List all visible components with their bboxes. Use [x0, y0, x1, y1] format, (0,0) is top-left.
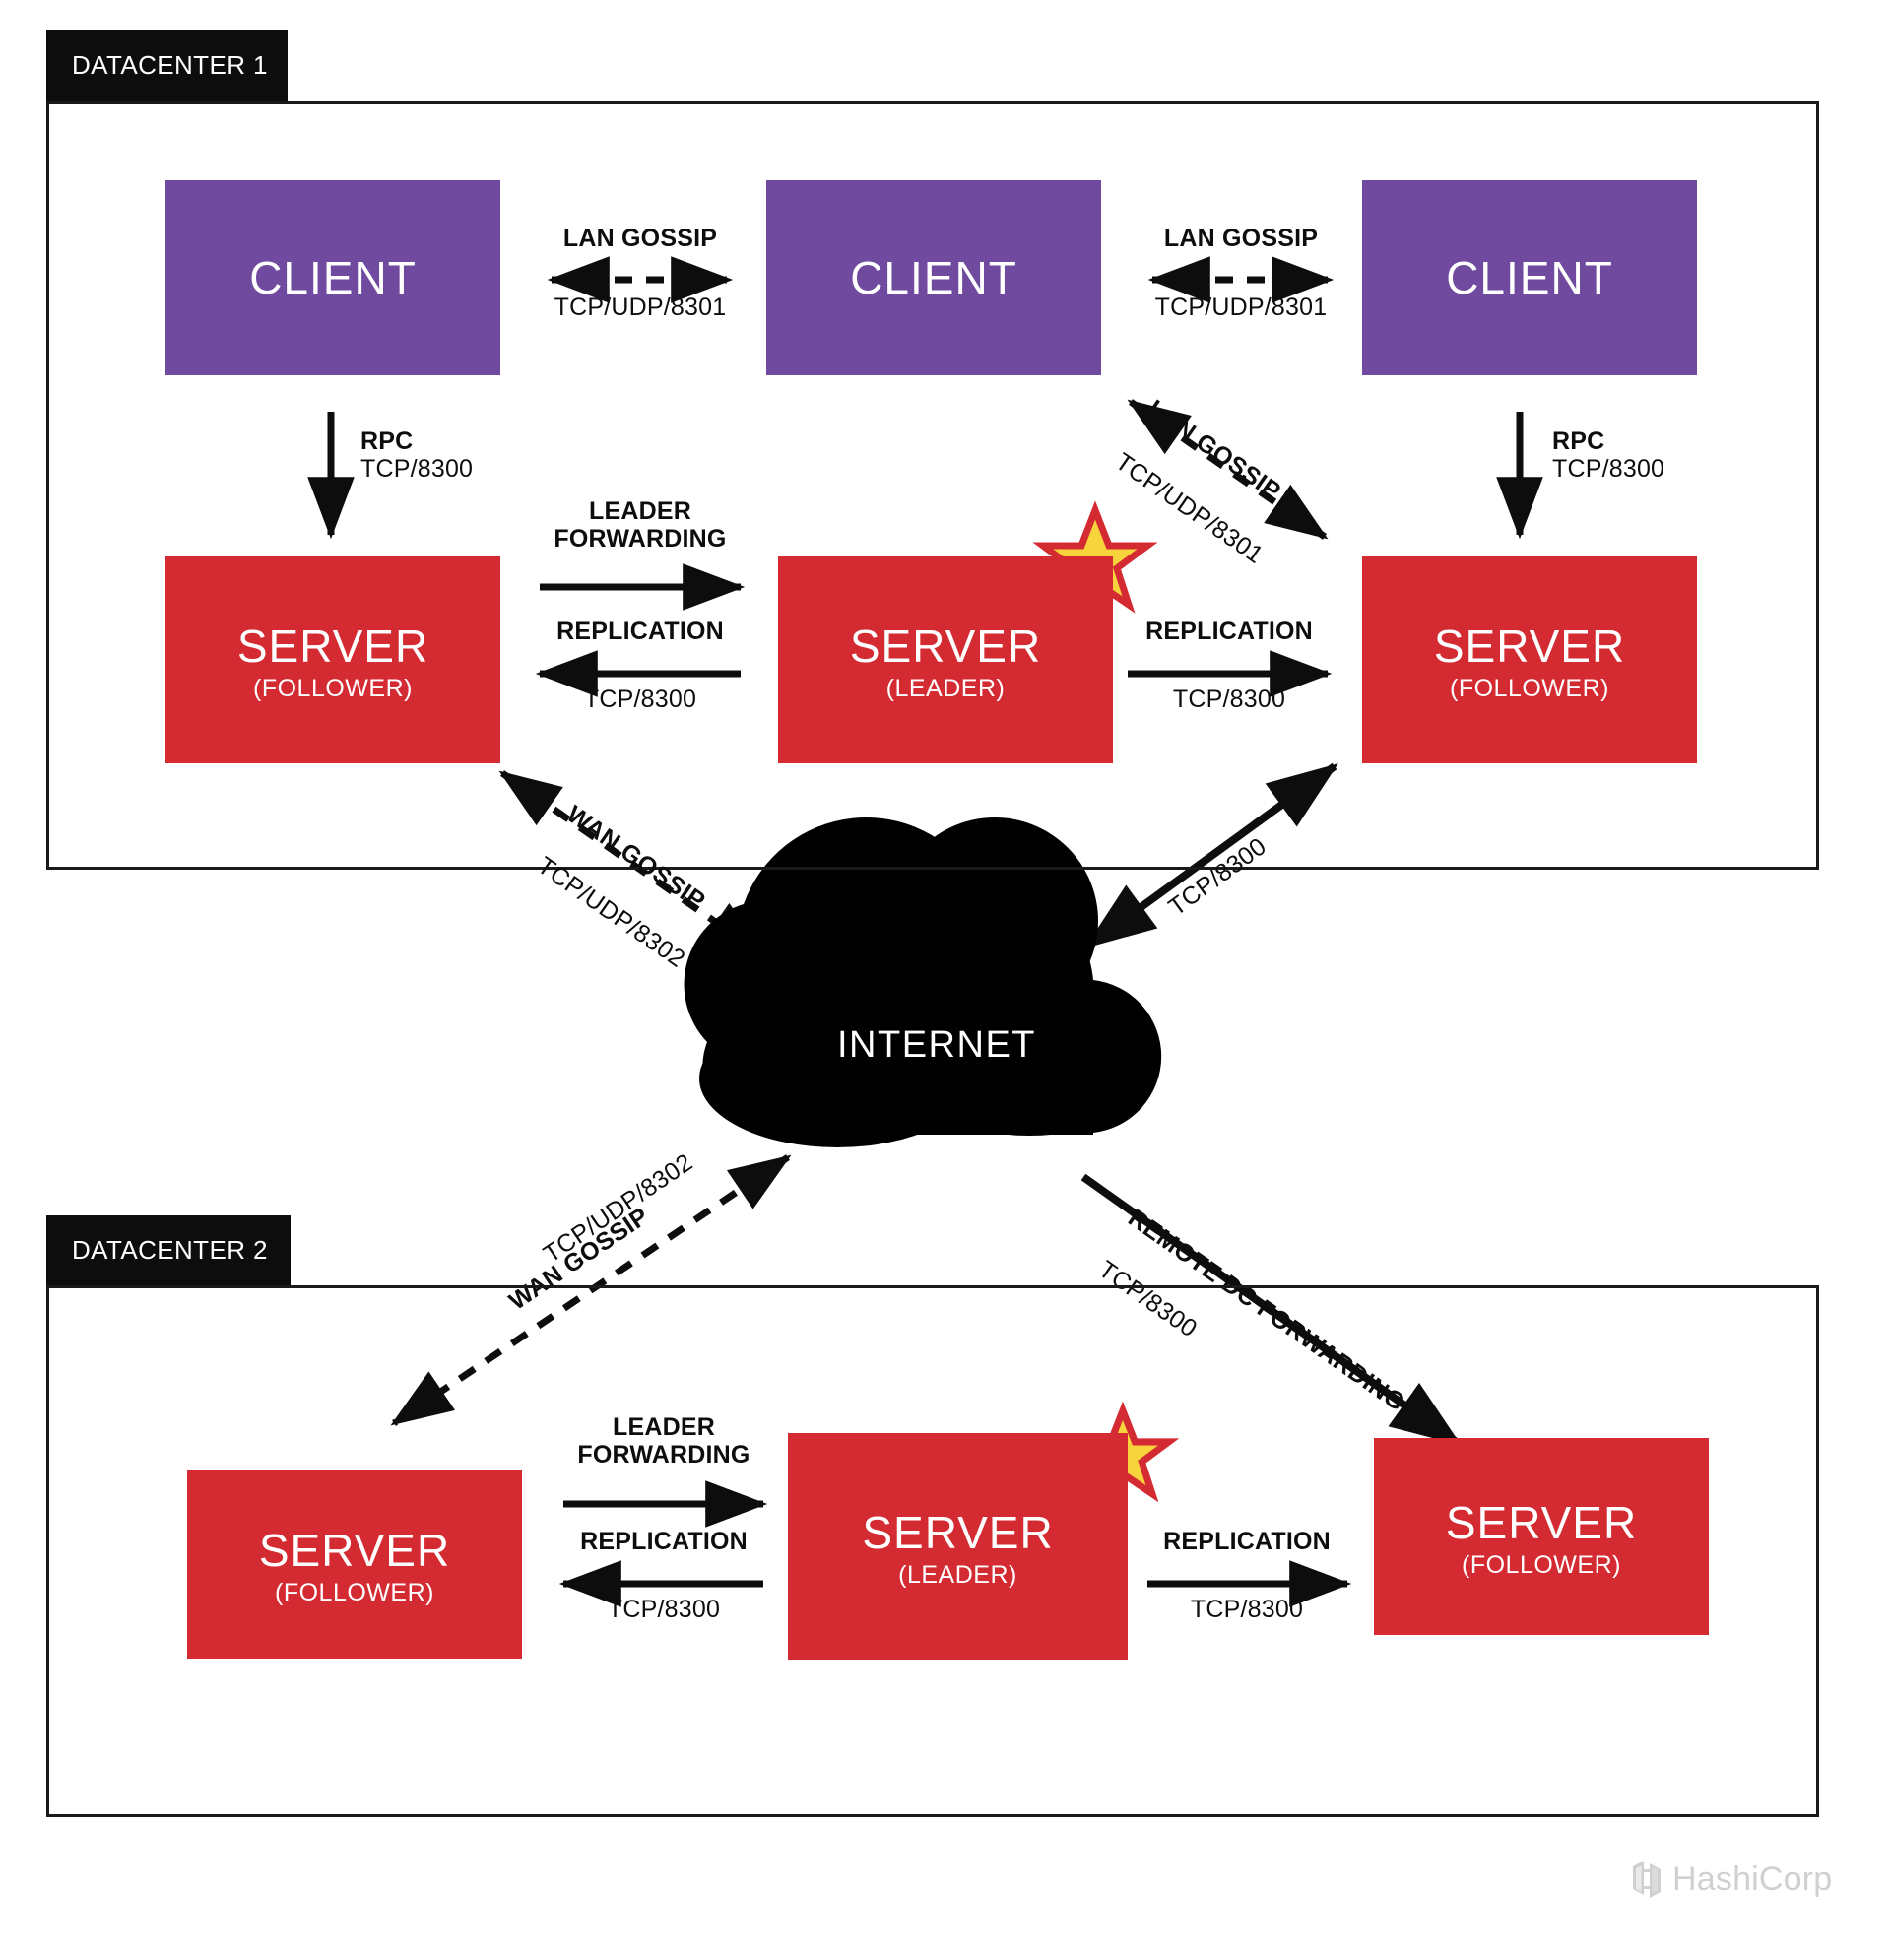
- label-leader-forwarding-dc2-line1: LEADER: [613, 1413, 715, 1441]
- label-rpc-right-name: RPC: [1552, 427, 1605, 455]
- label-replication-left-dc1-port-text: TCP/8300: [583, 686, 697, 713]
- label-leader-forwarding-dc1-line2: FORWARDING: [554, 525, 727, 553]
- dc1-server-follower-left-role: (FOLLOWER): [253, 674, 413, 702]
- label-lan-gossip-2-name: LAN GOSSIP: [1163, 225, 1319, 252]
- label-lan-gossip-1-port: TCP/UDP/8301: [522, 294, 758, 321]
- label-replication-right-dc2-name: REPLICATION: [1163, 1528, 1331, 1555]
- internet-label: INTERNET: [837, 1024, 1036, 1066]
- dc1-server-leader[interactable]: SERVER (LEADER): [778, 556, 1113, 763]
- hashicorp-brand: HashiCorp: [1630, 1860, 1832, 1899]
- label-lan-gossip-2: LAN GOSSIP: [1133, 225, 1349, 252]
- datacenter-2-frame: [46, 1285, 1819, 1817]
- label-replication-right-dc1-port-text: TCP/8300: [1172, 686, 1286, 713]
- label-replication-right-dc2-port: TCP/8300: [1129, 1596, 1365, 1623]
- label-rpc-left: RPC TCP/8300: [276, 427, 597, 483]
- hashicorp-logo-icon: [1633, 1861, 1661, 1898]
- label-leader-forwarding-dc2: LEADER FORWARDING: [546, 1413, 782, 1469]
- label-replication-left-dc2-port: TCP/8300: [546, 1596, 782, 1623]
- label-replication-right-dc1-name: REPLICATION: [1145, 618, 1313, 645]
- label-replication-right-dc2-port-text: TCP/8300: [1190, 1596, 1304, 1623]
- label-lan-gossip-1-port-text: TCP/UDP/8301: [554, 294, 727, 321]
- label-lan-gossip-2-port: TCP/UDP/8301: [1123, 294, 1359, 321]
- label-replication-right-dc1-port: TCP/8300: [1111, 686, 1347, 713]
- dc2-server-follower-left[interactable]: SERVER (FOLLOWER): [187, 1470, 522, 1659]
- dc1-client-1-label: CLIENT: [249, 251, 417, 303]
- label-wan-gossip-bottom-port-text: TCP/UDP/8302: [538, 1148, 698, 1269]
- dc1-server-follower-left[interactable]: SERVER (FOLLOWER): [165, 556, 500, 763]
- dc2-server-leader-role: (LEADER): [898, 1560, 1017, 1589]
- label-leader-forwarding-dc1: LEADER FORWARDING: [522, 497, 758, 553]
- datacenter-1-label: DATACENTER 1: [72, 50, 268, 80]
- label-replication-right-dc2: REPLICATION: [1129, 1528, 1365, 1555]
- label-replication-left-dc2: REPLICATION: [546, 1528, 782, 1555]
- label-leader-forwarding-dc1-line1: LEADER: [589, 497, 691, 525]
- datacenter-2-tab: DATACENTER 2: [46, 1215, 291, 1285]
- dc2-server-follower-left-label: SERVER: [258, 1525, 451, 1577]
- dc1-server-follower-right-role: (FOLLOWER): [1450, 674, 1609, 702]
- label-replication-left-dc1: REPLICATION: [522, 618, 758, 645]
- dc2-server-leader[interactable]: SERVER (LEADER): [788, 1433, 1128, 1660]
- dc2-server-follower-right-label: SERVER: [1445, 1497, 1638, 1549]
- label-lan-gossip-1-name: LAN GOSSIP: [562, 225, 718, 252]
- dc1-client-3-label: CLIENT: [1446, 251, 1613, 303]
- dc1-server-leader-role: (LEADER): [885, 674, 1006, 702]
- label-rpc-right: RPC TCP/8300: [1467, 427, 1789, 483]
- dc1-client-1[interactable]: CLIENT: [165, 180, 500, 375]
- label-rpc-left-port: TCP/8300: [360, 455, 474, 483]
- dc2-server-leader-label: SERVER: [862, 1507, 1054, 1559]
- label-rpc-left-name: RPC: [360, 427, 414, 455]
- datacenter-1-frame: [46, 101, 1819, 870]
- label-wan-gossip-bottom-port: TCP/UDP/8302: [539, 1148, 698, 1269]
- hashicorp-wordmark: HashiCorp: [1672, 1860, 1833, 1898]
- dc1-server-follower-right-label: SERVER: [1433, 621, 1626, 673]
- label-replication-left-dc2-port-text: TCP/8300: [607, 1596, 721, 1623]
- label-replication-left-dc1-port: TCP/8300: [522, 686, 758, 713]
- dc1-client-2[interactable]: CLIENT: [766, 180, 1101, 375]
- dc1-server-follower-right[interactable]: SERVER (FOLLOWER): [1362, 556, 1697, 763]
- label-lan-gossip-1: LAN GOSSIP: [532, 225, 749, 252]
- label-replication-left-dc2-name: REPLICATION: [580, 1528, 748, 1555]
- dc2-server-follower-right[interactable]: SERVER (FOLLOWER): [1374, 1438, 1709, 1635]
- dc2-server-follower-left-role: (FOLLOWER): [275, 1578, 434, 1606]
- label-replication-right-dc1: REPLICATION: [1111, 618, 1347, 645]
- dc2-server-follower-right-role: (FOLLOWER): [1462, 1550, 1621, 1579]
- dc1-client-2-label: CLIENT: [850, 251, 1017, 303]
- label-rpc-right-port: TCP/8300: [1552, 455, 1665, 483]
- datacenter-1-tab: DATACENTER 1: [46, 30, 288, 101]
- datacenter-2-label: DATACENTER 2: [72, 1235, 268, 1265]
- dc1-server-leader-label: SERVER: [849, 621, 1042, 673]
- label-lan-gossip-2-port-text: TCP/UDP/8301: [1154, 294, 1328, 321]
- dc1-server-follower-left-label: SERVER: [236, 621, 429, 673]
- label-leader-forwarding-dc2-line2: FORWARDING: [577, 1441, 750, 1469]
- dc1-client-3[interactable]: CLIENT: [1362, 180, 1697, 375]
- label-replication-left-dc1-name: REPLICATION: [556, 618, 724, 645]
